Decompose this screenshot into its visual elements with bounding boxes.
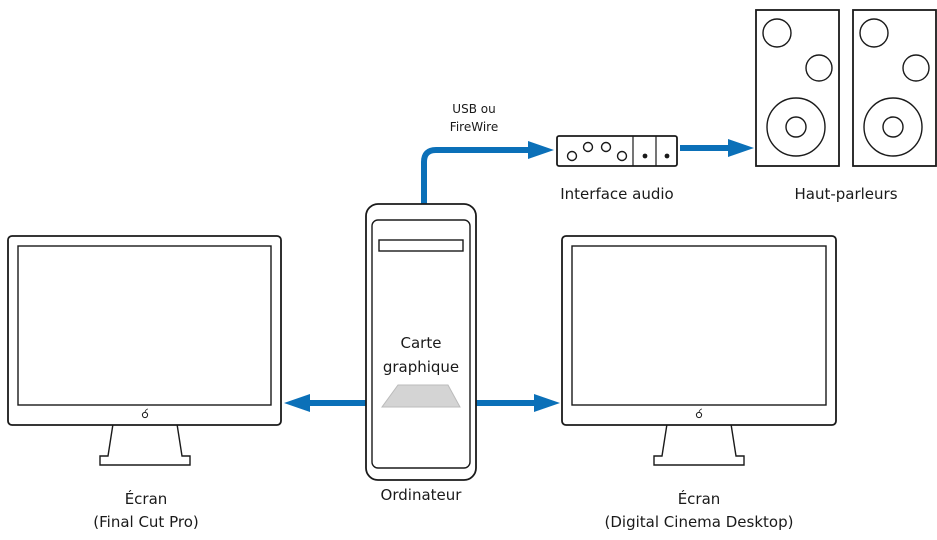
cables — [284, 139, 754, 412]
left-display-label-line2: (Final Cut Pro) — [93, 513, 198, 531]
graphics-card-label-line1: Carte — [401, 334, 442, 352]
arrow-to-audio-interface — [528, 141, 554, 159]
audio-interface-label: Interface audio — [560, 185, 674, 203]
speaker-tweeter — [762, 18, 792, 48]
usb-firewire-cable — [421, 147, 530, 205]
audio-interface-body — [556, 135, 678, 167]
audio-knob — [582, 141, 594, 153]
apple-logo-icon — [695, 408, 703, 419]
arrow-to-right-display — [534, 394, 560, 412]
audio-interface-dividers — [632, 136, 657, 166]
audio-knob — [566, 150, 578, 162]
left-display-screen — [17, 245, 272, 406]
speaker-right — [852, 9, 937, 167]
apple-logo-icon — [141, 408, 149, 419]
audio-jack — [664, 153, 670, 159]
audio-jack — [642, 153, 648, 159]
left-display-stand — [99, 423, 191, 466]
speaker-woofer-center — [785, 116, 807, 138]
computer-label: Ordinateur — [381, 486, 463, 504]
right-display-label-line1: Écran — [678, 489, 721, 508]
arrow-to-speakers — [728, 139, 754, 157]
speaker-tweeter — [902, 54, 930, 82]
tower-drive-slot — [378, 239, 464, 252]
connection-label-line2: FireWire — [450, 120, 498, 134]
audio-knob — [616, 150, 628, 162]
speaker-tweeter — [859, 18, 889, 48]
right-display-screen — [571, 245, 827, 406]
right-display — [561, 235, 837, 466]
arrow-to-left-display — [284, 394, 310, 412]
computer-tower: Carte graphique — [365, 203, 477, 481]
graphics-card — [381, 384, 461, 408]
right-display-stand — [653, 423, 745, 466]
audio-interface — [556, 135, 678, 167]
speaker-left — [755, 9, 840, 167]
speaker-tweeter — [805, 54, 833, 82]
connection-label-line1: USB ou — [452, 102, 495, 116]
left-display — [7, 235, 282, 466]
graphics-card-label-line2: graphique — [383, 358, 459, 376]
speaker-woofer-center — [882, 116, 904, 138]
speakers-label: Haut-parleurs — [794, 185, 897, 203]
left-display-label-line1: Écran — [125, 489, 168, 508]
right-display-label-line2: (Digital Cinema Desktop) — [605, 513, 794, 531]
audio-knob — [600, 141, 612, 153]
